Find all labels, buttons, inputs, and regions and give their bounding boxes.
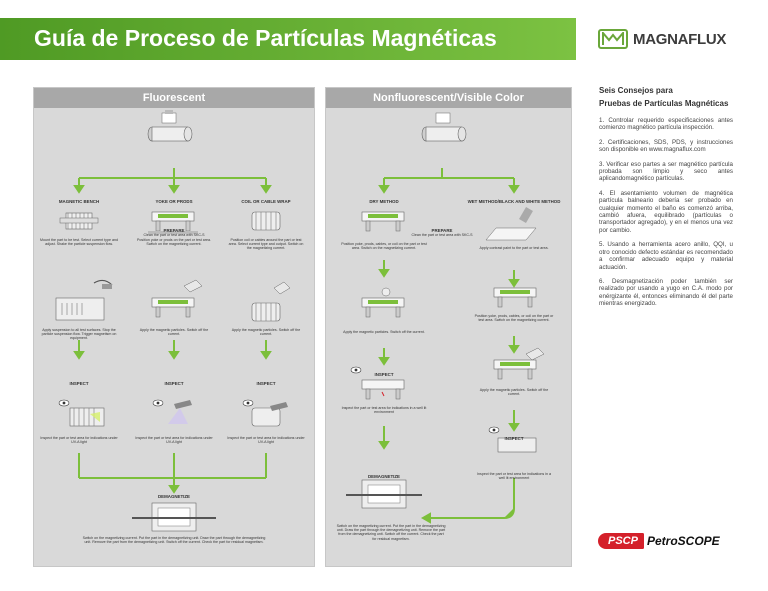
- left-col2-title: Yoke or Prods: [155, 199, 193, 204]
- left-prepare-text: Clean the part or test area with SKC-S: [143, 233, 205, 237]
- right-flow-diagram: [346, 112, 545, 524]
- left-demag-text: Switch on the magnetizing current. Put t…: [82, 536, 266, 545]
- petroscope-logo: PSCP PetroSCOPE: [598, 533, 720, 549]
- right-dry-yoke-illustration: [361, 211, 405, 232]
- right-paint-illustration: [485, 206, 537, 241]
- tips-heading-line1: Seis Consejos para: [599, 86, 673, 95]
- right-flow-arrows: [378, 168, 520, 524]
- right-demag-text: Switch on the magnetizing current. Put t…: [336, 524, 446, 541]
- tip-item: 6. Desmagnetización poder también ser re…: [599, 277, 733, 308]
- flow-arrows: [73, 168, 272, 494]
- left-col1-inspect: Inspect: [69, 381, 89, 386]
- right-col2-step1: Apply contrast paint to the part or test…: [479, 246, 549, 250]
- right-col2-inspect-text: Inspect the part or test area for indica…: [477, 472, 551, 481]
- right-wet-yoke-illustration: [493, 287, 537, 308]
- left-col2-step2: Apply the magnetic particles. Switch off…: [139, 328, 209, 337]
- right-prepare-label: Prepare: [431, 228, 453, 233]
- yoke-illustration: [148, 211, 198, 234]
- tip-item: 5. Usando a herramienta acero anillo, QQ…: [599, 241, 733, 271]
- right-col1-inspect: Inspect: [374, 372, 394, 377]
- right-prepare-text: Clean the part or test area with SKC-S: [411, 233, 473, 237]
- right-col2-step3: Apply the magnetic particles. Switch off…: [479, 388, 549, 397]
- prepare-pipe-illustration: [147, 110, 193, 142]
- left-col2-inspect: Inspect: [164, 381, 184, 386]
- left-col3-inspect-text: Inspect the part or test area for indica…: [227, 436, 305, 445]
- right-col2-inspect: Inspect: [504, 436, 524, 441]
- right-wet-apply-illustration: [493, 347, 545, 380]
- right-col1-inspect-text: Inspect the part or test area for indica…: [341, 406, 427, 415]
- logo-text: MAGNAFLUX: [633, 30, 727, 48]
- left-col1-title: Magnetic Bench: [58, 199, 100, 204]
- right-prepare-pipe-illustration: [421, 112, 467, 142]
- bench-coil-illustration: [59, 212, 99, 230]
- title-banner: Guía de Proceso de Partículas Magnéticas: [0, 18, 576, 60]
- left-col2-step1: Position yoke or prods on the part or te…: [137, 238, 211, 247]
- tips-column: Seis Consejos para Pruebas de Partículas…: [599, 84, 733, 315]
- coil-illustration: [251, 211, 281, 231]
- left-prepare-label: Prepare: [163, 228, 185, 233]
- petroscope-name: PetroSCOPE: [646, 534, 720, 548]
- yoke-apply-illustration: [151, 279, 203, 318]
- left-flow-diagram: [55, 110, 291, 532]
- left-col3-title: Coil or Cable Wrap: [241, 199, 291, 204]
- left-col3-inspect: Inspect: [256, 381, 276, 386]
- right-inspect-illustration: [350, 366, 537, 453]
- left-col3-step1: Position coil or cables around the part …: [228, 238, 304, 251]
- tip-item: 2. Certificaciones, SDS, PDS, y instrucc…: [599, 138, 733, 154]
- left-col3-step2: Apply the magnetic particles. Switch off…: [231, 328, 301, 337]
- right-col2-step2: Position yoke, prods, cables, or coil on…: [474, 314, 554, 323]
- fluorescent-panel: Fluorescent: [33, 87, 315, 567]
- right-demag-illustration: [346, 479, 422, 509]
- left-col1-step2: Apply suspension to all test surfaces. S…: [41, 328, 117, 341]
- pscp-badge: PSCP: [598, 533, 644, 549]
- coil-apply-illustration: [251, 281, 291, 322]
- right-col1-step2: Apply the magnetic particles. Switch off…: [343, 330, 425, 334]
- left-col1-inspect-text: Inspect the part or test area for indica…: [40, 436, 118, 445]
- tip-item: 3. Verificar eso partes a ser magnético …: [599, 160, 733, 183]
- magnaflux-logo: MAGNAFLUX: [598, 26, 726, 52]
- left-demag-label: Demagnetize: [158, 494, 190, 499]
- right-demag-label: Demagnetize: [368, 474, 400, 479]
- tip-item: 1. Controlar requerido especificaciones …: [599, 117, 733, 132]
- left-col1-step1: Mount the part to be test. Select curren…: [40, 238, 118, 247]
- tips-heading-line2: Pruebas de Partículas Magnéticas: [599, 99, 729, 108]
- visible-color-panel-title: Nonfluorescent/Visible Color: [326, 88, 571, 108]
- left-col2-inspect-text: Inspect the part or test area for indica…: [135, 436, 213, 445]
- tip-item: 4. El asentamiento volumen de magnética …: [599, 189, 733, 234]
- right-col1-step1: Position yoke, prods, cables, or coil on…: [341, 242, 427, 251]
- bench-apply-illustration: [55, 279, 113, 321]
- magnaflux-mark-icon: [598, 29, 628, 49]
- inspect-illustrations: [58, 399, 288, 427]
- right-col2-title: Wet Method/Black and White Method: [467, 199, 561, 204]
- fluorescent-panel-title: Fluorescent: [34, 88, 314, 108]
- right-dry-apply-illustration: [361, 287, 405, 318]
- right-col1-title: Dry Method: [369, 199, 399, 204]
- demag-illustration: [132, 502, 216, 532]
- page-title: Guía de Proceso de Partículas Magnéticas: [34, 25, 497, 51]
- visible-color-panel: Nonfluorescent/Visible Color: [325, 87, 572, 567]
